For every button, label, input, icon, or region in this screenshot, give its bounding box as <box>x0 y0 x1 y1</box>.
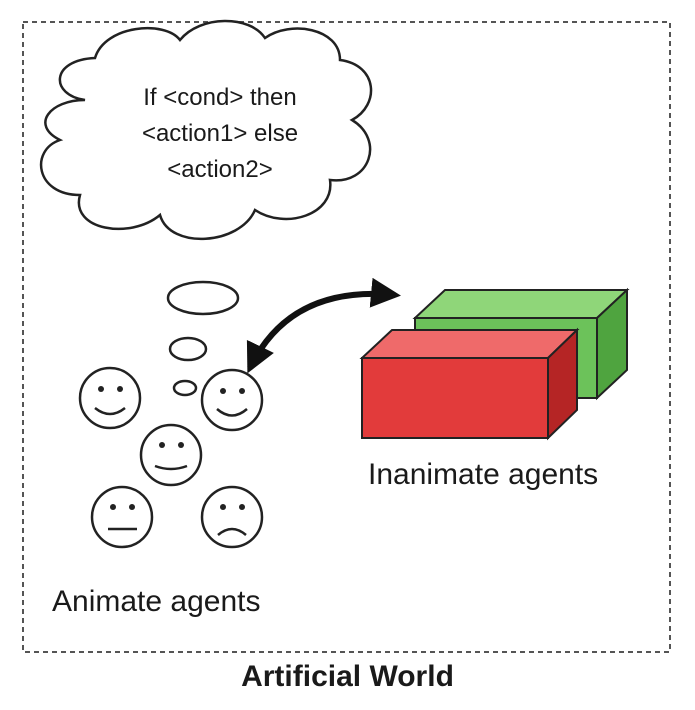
thought-bubble-medium <box>168 336 208 362</box>
animate-agent-face <box>78 366 142 430</box>
thought-cloud <box>39 19 373 241</box>
thought-bubble-small <box>172 379 198 397</box>
thought-line: <action2> <box>167 156 273 183</box>
animate-agent-face <box>200 368 264 432</box>
interaction-arrow <box>246 277 401 374</box>
animate-agent-face <box>90 485 154 549</box>
animate-agents-label: Animate agents <box>52 585 261 618</box>
thought-bubble-large <box>166 280 240 316</box>
thought-line: If <cond> then <box>143 84 297 111</box>
artificial-world-title: Artificial World <box>241 660 454 693</box>
thought-line: <action1> else <box>141 120 299 147</box>
thought-cloud-text: If <cond> then <action1> else <action2> <box>95 80 345 188</box>
inanimate-agent-red-block <box>359 327 580 441</box>
animate-agent-face <box>139 423 203 487</box>
inanimate-agents-label: Inanimate agents <box>368 458 599 491</box>
animate-agent-face <box>200 485 264 549</box>
